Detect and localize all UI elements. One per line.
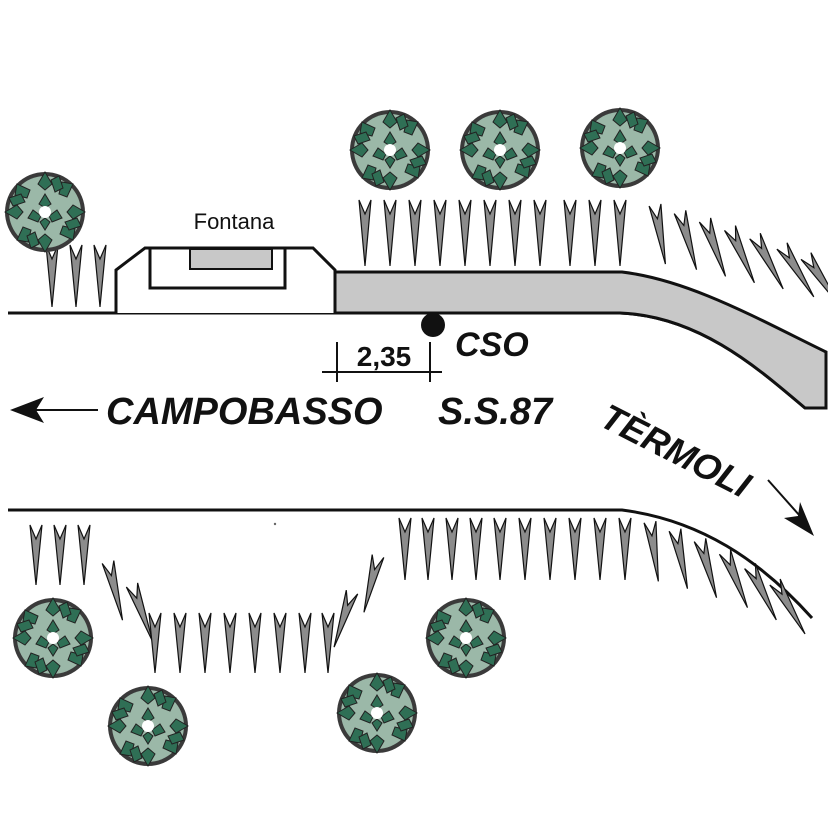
grass-icon	[469, 517, 483, 581]
grass-icon	[744, 563, 777, 621]
grass-icon	[29, 524, 43, 586]
south-road-edge	[8, 508, 814, 620]
tree-icon	[425, 597, 507, 679]
grass-icon	[333, 590, 359, 648]
west-town-label: CAMPOBASSO	[106, 391, 383, 433]
grass-icon	[383, 199, 397, 267]
road-label: S.S.87	[438, 391, 554, 433]
grass-icon	[45, 244, 59, 308]
grass-icon	[668, 528, 689, 589]
grass-icon	[643, 521, 659, 582]
grass-icon	[693, 538, 718, 598]
grass-icon	[445, 517, 459, 581]
grass-icon	[593, 517, 607, 581]
grass-icon	[298, 612, 312, 674]
measure-label: 2,35	[357, 341, 412, 372]
grass-icon	[563, 199, 577, 267]
tree-icon	[107, 685, 189, 767]
grass-icon	[433, 199, 447, 267]
grass-icon	[148, 612, 162, 674]
grass-icon	[800, 252, 828, 307]
grass-icon	[723, 225, 755, 284]
grass-icon	[421, 517, 435, 581]
grass-icon	[93, 244, 107, 308]
tree-icon	[336, 672, 418, 754]
grass-icon	[568, 517, 582, 581]
grass-south	[29, 517, 806, 674]
grass-icon	[198, 612, 212, 674]
sidewalk	[333, 270, 828, 410]
measure	[322, 342, 442, 382]
grass-icon	[125, 582, 154, 642]
point-label: CSO	[455, 326, 529, 364]
grass-icon	[543, 517, 557, 581]
grass-north	[45, 199, 828, 308]
grass-icon	[613, 199, 627, 267]
grass-icon	[363, 554, 385, 613]
grass-icon	[408, 199, 422, 267]
tree-icon	[459, 109, 541, 191]
grass-icon	[493, 517, 507, 581]
grass-icon	[248, 612, 262, 674]
grass-icon	[533, 199, 547, 267]
grass-icon	[321, 612, 335, 674]
grass-icon	[588, 199, 602, 267]
grass-icon	[458, 199, 472, 267]
grass-icon	[77, 524, 91, 586]
tree-icon	[579, 107, 661, 189]
grass-icon	[223, 612, 237, 674]
fountain: Fontana	[114, 209, 337, 313]
fountain-label: Fontana	[194, 209, 275, 234]
grass-icon	[648, 203, 667, 265]
grass-icon	[69, 244, 83, 308]
point-marker-icon	[421, 313, 445, 337]
tree-icon	[4, 171, 86, 253]
grass-icon	[101, 560, 124, 621]
tree-icon	[349, 109, 431, 191]
grass-icon	[698, 217, 727, 277]
grass-icon	[776, 242, 815, 298]
grass-icon	[53, 524, 67, 586]
grass-icon	[273, 612, 287, 674]
grass-icon	[618, 517, 632, 581]
grass-icon	[769, 578, 806, 635]
grass-icon	[518, 517, 532, 581]
grass-icon	[173, 612, 187, 674]
grass-icon	[673, 210, 698, 270]
tree-icon	[12, 597, 94, 679]
grass-icon	[398, 517, 412, 581]
grass-icon	[358, 199, 372, 267]
arrow-left-icon	[10, 397, 98, 423]
grass-icon	[508, 199, 522, 267]
grass-icon	[483, 199, 497, 267]
arrow-down-right-icon	[767, 479, 814, 536]
grass-icon	[749, 232, 784, 290]
grass-icon	[718, 549, 749, 608]
east-town-label: TÈRMOLI	[594, 396, 758, 507]
